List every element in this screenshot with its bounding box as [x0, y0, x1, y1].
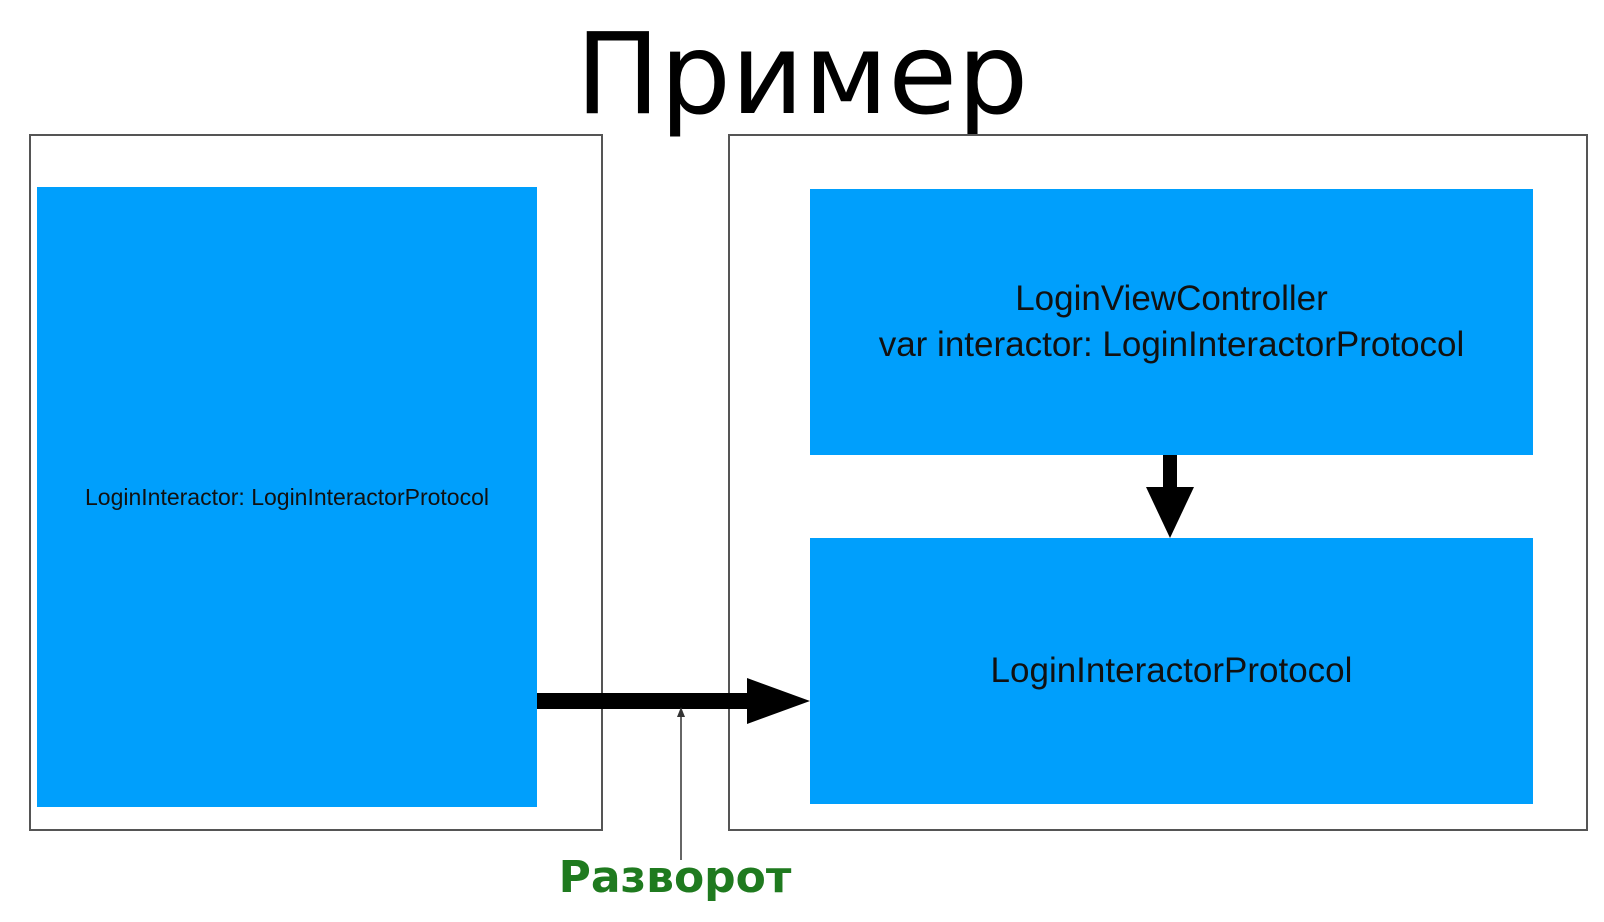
login-interactor-label: LoginInteractor: LoginInteractorProtocol: [84, 483, 490, 510]
diagram-title: Пример: [575, 10, 1029, 140]
caption-pointer-head: [677, 707, 685, 717]
interactor-property-label: var interactor: LoginInteractorProtocol: [878, 325, 1465, 364]
login-view-controller-box: LoginViewController var interactor: Logi…: [810, 189, 1533, 455]
login-view-controller-title: LoginViewController: [1015, 279, 1328, 318]
login-interactor-protocol-box: LoginInteractorProtocol: [810, 538, 1533, 804]
login-interactor-protocol-label: LoginInteractorProtocol: [990, 651, 1353, 690]
inversion-caption: Разворот: [558, 852, 792, 903]
login-interactor-box: LoginInteractor: LoginInteractorProtocol: [37, 187, 537, 807]
